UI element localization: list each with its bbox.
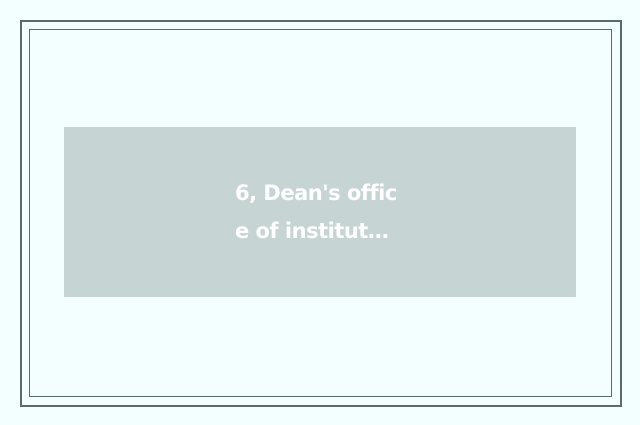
- image-placeholder-panel: 6, Dean's office of institut…: [64, 127, 576, 297]
- inner-frame: [29, 29, 612, 397]
- placeholder-caption: 6, Dean's office of institut…: [235, 181, 397, 243]
- outer-frame: [20, 20, 622, 407]
